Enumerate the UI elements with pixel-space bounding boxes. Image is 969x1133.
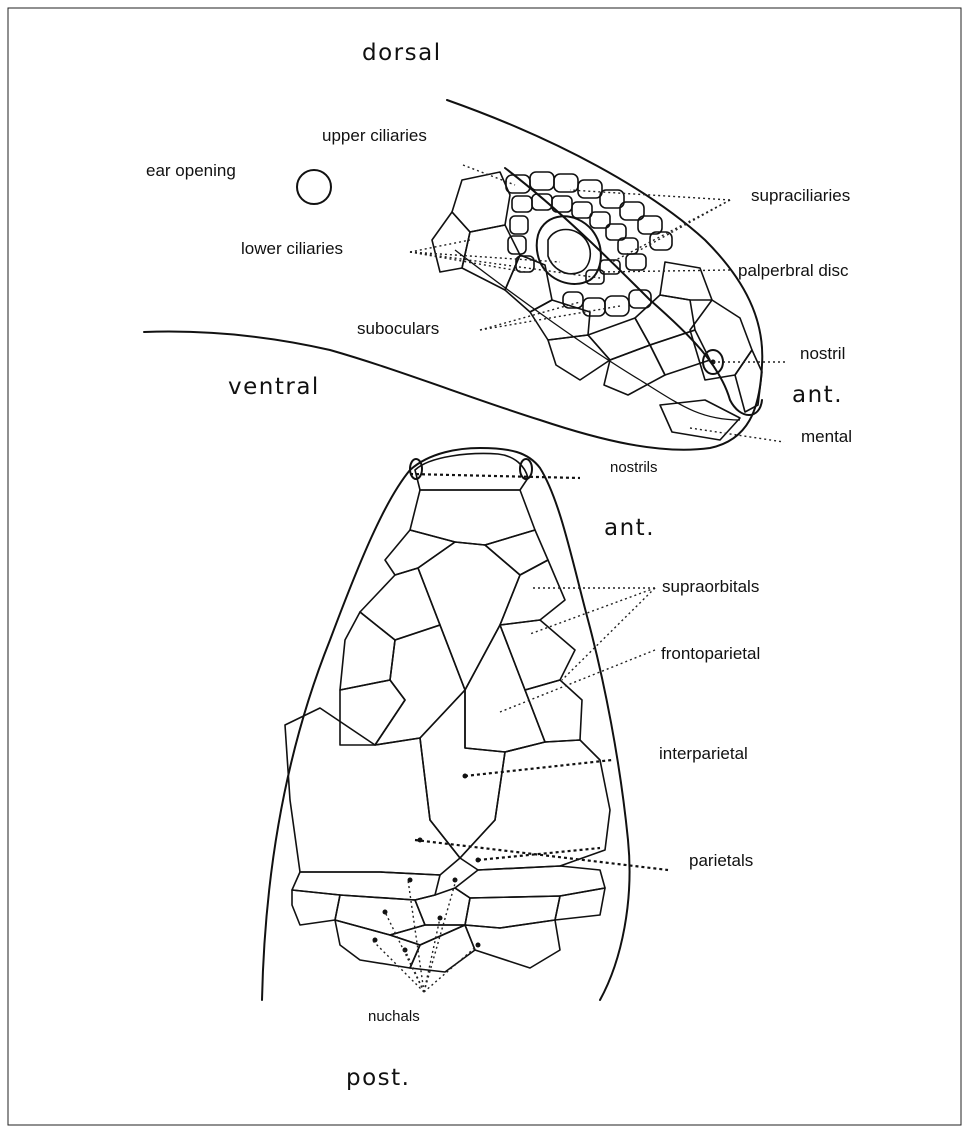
lateral-scale <box>604 345 665 395</box>
label-supraorbitals: supraorbitals <box>662 577 759 596</box>
lateral-scale <box>548 335 610 380</box>
nuchal-scale <box>555 888 605 920</box>
label-lower-ciliaries: lower ciliaries <box>241 239 343 258</box>
lateral-scale <box>452 172 510 232</box>
nuchal-scale <box>465 896 560 928</box>
supraorbital <box>340 680 405 745</box>
nuchal-scale <box>292 890 340 925</box>
label-interparietal: interparietal <box>659 744 748 763</box>
nuchal-row <box>455 866 605 898</box>
label-mental: mental <box>801 427 852 446</box>
label-ventral: ventral <box>228 374 320 400</box>
label-parietals: parietals <box>689 851 753 870</box>
frontal <box>418 542 520 690</box>
nuchal-scale <box>410 925 475 972</box>
label-dorsal: dorsal <box>362 40 442 66</box>
frontoparietal-left <box>375 625 465 745</box>
nuchal-row <box>292 872 440 900</box>
prefrontal-left <box>385 530 455 575</box>
supraorbital <box>340 612 395 690</box>
nuchal-scale <box>335 920 420 968</box>
label-suboculars: suboculars <box>357 319 439 338</box>
interparietal <box>420 690 505 858</box>
ear-opening <box>297 170 331 204</box>
label-nostril: nostril <box>800 344 845 363</box>
ciliary-ring <box>508 194 646 284</box>
label-ear-opening: ear opening <box>146 161 236 180</box>
nuchal-scale <box>415 888 470 925</box>
label-nuchals: nuchals <box>368 1008 420 1025</box>
label-post: post. <box>346 1065 410 1091</box>
label-supraciliaries: supraciliaries <box>751 186 850 205</box>
internasal <box>410 490 535 545</box>
rostral-shield <box>415 454 528 490</box>
rostral-scale <box>735 350 762 412</box>
label-ant-dorsal: ant. <box>604 515 655 541</box>
lateral-scale <box>660 262 712 300</box>
label-nostrils: nostrils <box>610 459 658 476</box>
lateral-jaw-line <box>505 168 762 415</box>
parietal-right <box>460 740 610 870</box>
nuchal-scale <box>390 925 465 945</box>
lateral-scale <box>635 295 695 345</box>
label-palperbral-disc: palperbral disc <box>738 261 849 280</box>
label-ant-lateral: ant. <box>792 382 843 408</box>
label-upper-ciliaries: upper ciliaries <box>322 126 427 145</box>
label-frontoparietal: frontoparietal <box>661 644 760 663</box>
dorsal-leaders <box>372 474 668 992</box>
supraorbital <box>500 560 565 625</box>
subocular-row <box>563 290 651 316</box>
parietal-left <box>285 708 460 875</box>
labels: dorsal ventral ant. ant. post. ear openi… <box>146 40 852 1091</box>
lateral-scale <box>432 212 470 272</box>
